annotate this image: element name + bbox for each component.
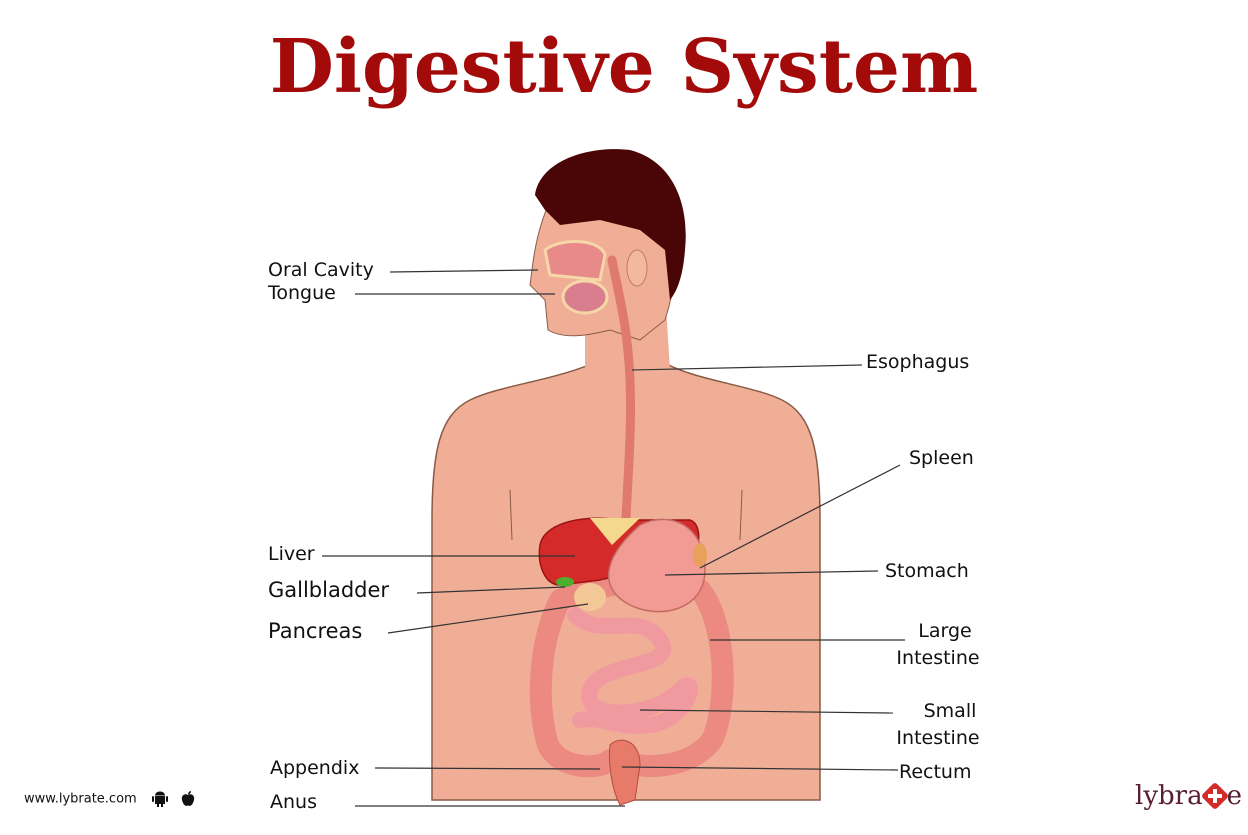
label-anus: Anus xyxy=(270,791,317,813)
label-esophagus: Esophagus xyxy=(866,351,970,373)
leader-lines xyxy=(322,269,905,807)
small-intestine xyxy=(567,607,698,734)
label-liver: Liver xyxy=(268,543,315,565)
spleen xyxy=(693,543,707,567)
label-oral-cavity: Oral Cavity xyxy=(268,259,374,281)
label-large-intestine-line2: Intestine xyxy=(896,647,980,669)
label-stomach: Stomach xyxy=(885,560,969,582)
label-gallbladder: Gallbladder xyxy=(268,578,390,602)
large-intestine xyxy=(529,579,734,778)
label-spleen: Spleen xyxy=(909,447,974,469)
footer-url[interactable]: www.lybrate.com xyxy=(24,790,197,808)
esophagus-tube xyxy=(607,255,636,525)
label-tongue: Tongue xyxy=(268,282,336,304)
label-large-intestine-line1: Large xyxy=(918,620,972,642)
label-rectum: Rectum xyxy=(899,761,972,783)
url-text[interactable]: www.lybrate.com xyxy=(24,791,137,807)
pancreas xyxy=(574,583,606,611)
page-title: Digestive System xyxy=(269,24,979,110)
label-appendix: Appendix xyxy=(270,757,360,779)
label-small-intestine-line2: Intestine xyxy=(896,727,980,749)
android-icon[interactable] xyxy=(151,790,169,808)
apple-icon[interactable] xyxy=(179,790,197,808)
plus-icon xyxy=(1200,781,1229,811)
label-small-intestine-line1: Small xyxy=(923,700,977,722)
ear xyxy=(626,249,648,287)
gallbladder xyxy=(556,577,574,587)
label-pancreas: Pancreas xyxy=(268,619,363,643)
rectum xyxy=(609,739,641,806)
brand-text-right: e xyxy=(1226,781,1242,811)
hair xyxy=(535,149,686,300)
stomach xyxy=(607,518,706,613)
brand-text-left: lybra xyxy=(1135,781,1203,811)
